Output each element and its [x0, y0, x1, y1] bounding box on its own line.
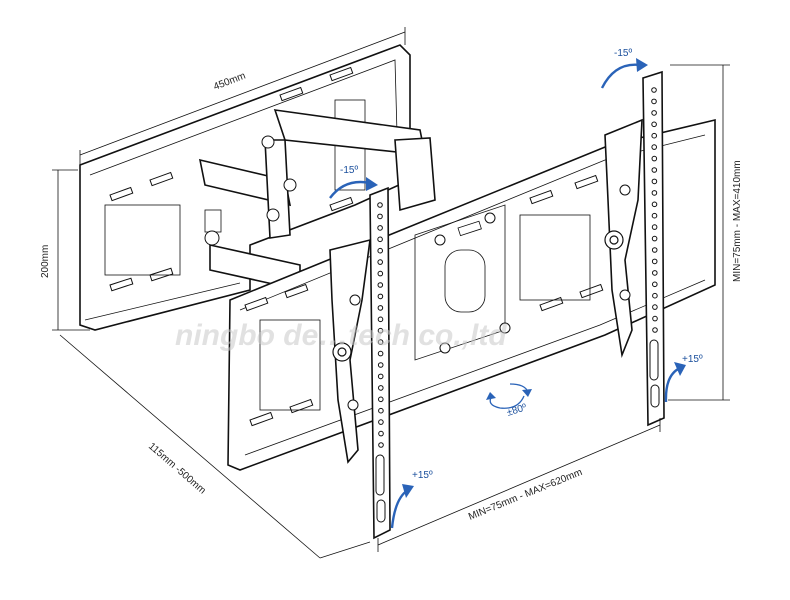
rotation-arrow: ±80º [486, 383, 532, 419]
strap-hole [377, 316, 384, 323]
strap-hole [651, 247, 658, 253]
strap-hole [377, 350, 384, 357]
left-vertical-strap [329, 186, 391, 540]
height-left-label: 200mm [40, 245, 51, 278]
tilt-bottom-right-label: +15º [682, 354, 703, 365]
strap-hole [378, 407, 384, 414]
strap-hole [377, 247, 384, 254]
width-top-label: 450mm [212, 71, 247, 93]
strap-hole [377, 259, 384, 265]
tilt-bottom-left-label: +15º [412, 470, 433, 481]
tilt-arrow-top-right: -15º [600, 48, 648, 89]
strap-hole [652, 281, 658, 288]
right-vertical-strap [604, 70, 665, 427]
strap-hole [651, 190, 658, 196]
strap-hole [377, 327, 384, 334]
strap-hole [378, 396, 384, 403]
strap-hole [378, 430, 384, 437]
strap-hole [651, 144, 658, 150]
depth-label: 115mm -500mm [146, 441, 208, 497]
tilt-arrow-bottom-right: +15º [664, 354, 703, 403]
strap-hole [378, 442, 384, 448]
tilt-top-right-label: -15º [614, 48, 632, 59]
strap-hole [652, 292, 658, 299]
strap-hole [652, 270, 658, 276]
strap-hole [651, 98, 657, 105]
strap-hole [377, 270, 384, 277]
strap-hole [377, 202, 383, 208]
strap-hole [378, 419, 384, 425]
strap-hole [377, 293, 384, 300]
strap-hole [652, 304, 658, 310]
vesa-vertical-label: MIN=75mm - MAX=410mm [732, 160, 743, 282]
strap-hole [377, 282, 384, 288]
strap-hole [651, 167, 658, 173]
strap-hole [651, 110, 657, 116]
articulating-arm [198, 109, 436, 291]
strap-hole [651, 87, 657, 93]
watermark-text: ningbo de…tech co.,ltd [175, 319, 507, 352]
strap-hole [651, 132, 658, 139]
dimension-vesa-vertical: MIN=75mm - MAX=410mm [668, 64, 743, 401]
strap-hole [377, 225, 383, 231]
strap-hole [377, 305, 384, 311]
strap-hole [651, 155, 658, 162]
strap-hole [652, 327, 658, 333]
dimension-height-left: 200mm [40, 169, 90, 331]
rotation-label: ±80º [506, 402, 529, 419]
strap-hole [651, 235, 658, 242]
strap-hole [377, 236, 383, 243]
tilt-top-left-label: -15º [340, 165, 358, 176]
strap-hole [651, 258, 658, 265]
strap-hole [652, 315, 658, 322]
strap-hole [651, 178, 658, 185]
strap-hole [651, 201, 658, 208]
dimension-vesa-horizontal: MIN=75mm - MAX=620mm [377, 418, 661, 552]
strap-hole [651, 212, 658, 219]
strap-hole [378, 385, 384, 391]
strap-hole [377, 339, 384, 345]
strap-hole [377, 213, 383, 220]
tilt-arrow-bottom-left: +15º [390, 470, 433, 529]
strap-hole [377, 373, 384, 380]
strap-hole [651, 121, 657, 128]
strap-hole [377, 362, 384, 368]
strap-hole [651, 224, 658, 230]
tilt-arrow-top-left: -15º [329, 165, 378, 199]
vesa-horizontal-label: MIN=75mm - MAX=620mm [467, 467, 584, 523]
